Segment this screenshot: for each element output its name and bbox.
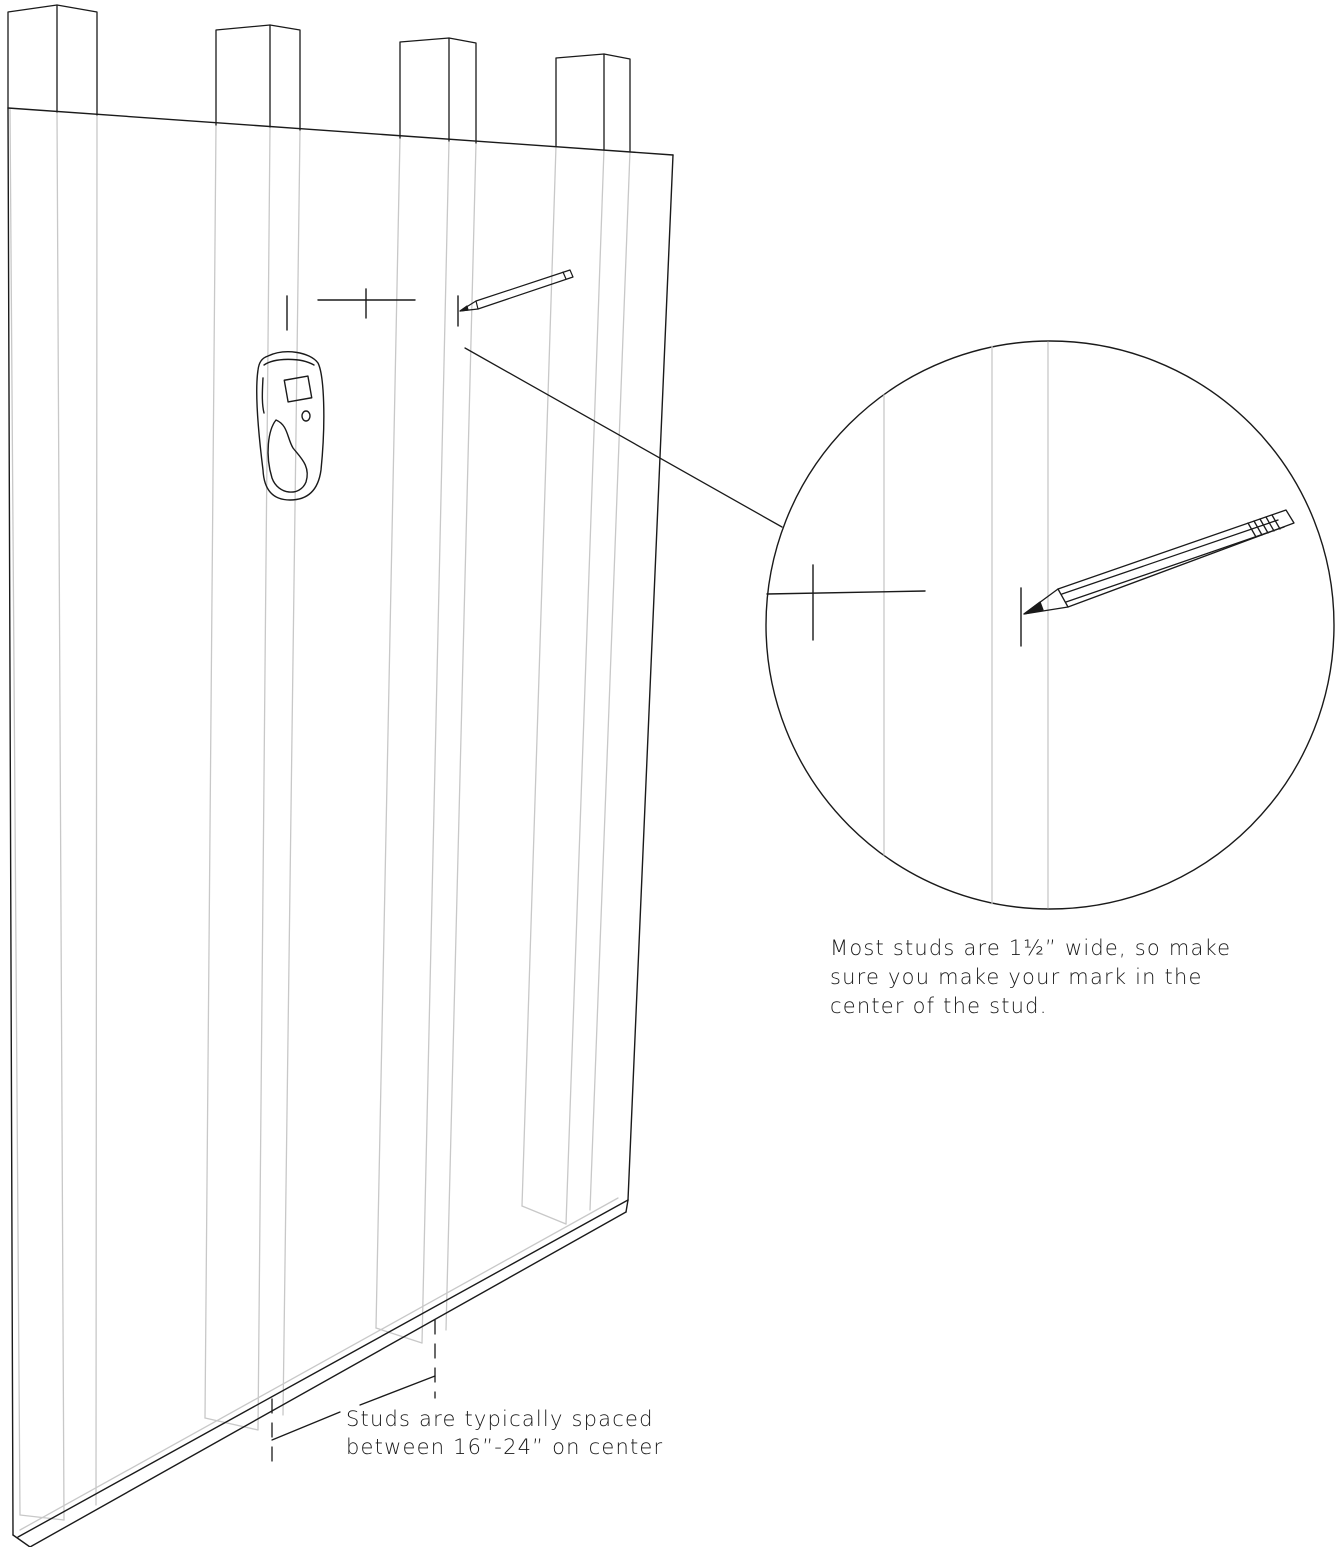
stud-width-caption: Most studs are 1½” wide, so make sure yo… <box>830 934 1231 1021</box>
drywall-panel <box>7 107 674 1547</box>
caption-line: between 16”-24” on center <box>346 1435 664 1459</box>
pencil-icon <box>1023 509 1295 615</box>
spacing-dimension <box>271 1319 436 1471</box>
caption-line: Most studs are 1½” wide, so make <box>830 936 1232 960</box>
pencil-icon <box>459 269 574 312</box>
caption-line: sure you make your mark in the <box>830 965 1203 989</box>
stud-finder-icon <box>256 351 325 501</box>
stud-tops <box>7 4 631 152</box>
leader-line <box>464 347 783 528</box>
magnifier-detail <box>765 340 1335 910</box>
caption-line: center of the stud. <box>830 994 1048 1018</box>
wall-marks <box>286 288 459 331</box>
caption-line: Studs are typically spaced <box>346 1407 654 1431</box>
stud-spacing-caption: Studs are typically spaced between 16”-2… <box>346 1405 663 1461</box>
hidden-studs <box>9 107 631 1531</box>
